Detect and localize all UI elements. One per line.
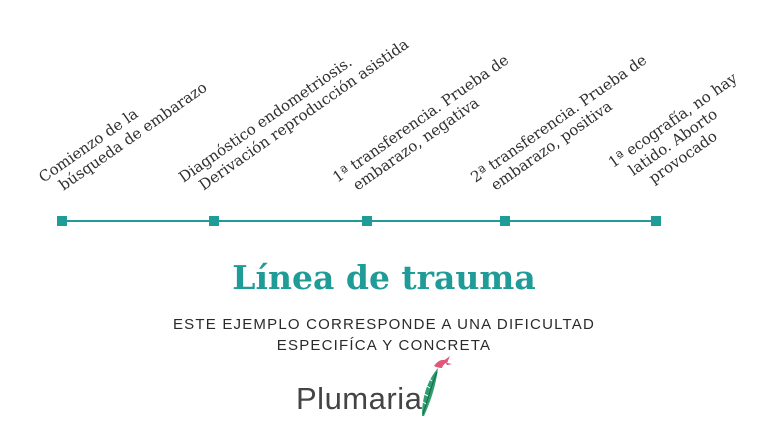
timeline [57,216,661,226]
page-title: Línea de trauma [232,258,536,297]
subtitle-line-2: ESPECIFÍCA Y CONCRETA [276,337,492,354]
feather-icon [419,356,452,416]
subtitle: ESTE EJEMPLO CORRESPONDE A UNA DIFICULTA… [0,314,768,356]
timeline-marker-5 [651,216,661,226]
timeline-marker-3 [362,216,372,226]
timeline-marker-2 [209,216,219,226]
subtitle-line-1: ESTE EJEMPLO CORRESPONDE A UNA DIFICULTA… [172,316,596,333]
timeline-marker-4 [500,216,510,226]
logo-text: Plumaria [296,381,423,416]
timeline-marker-1 [57,216,67,226]
